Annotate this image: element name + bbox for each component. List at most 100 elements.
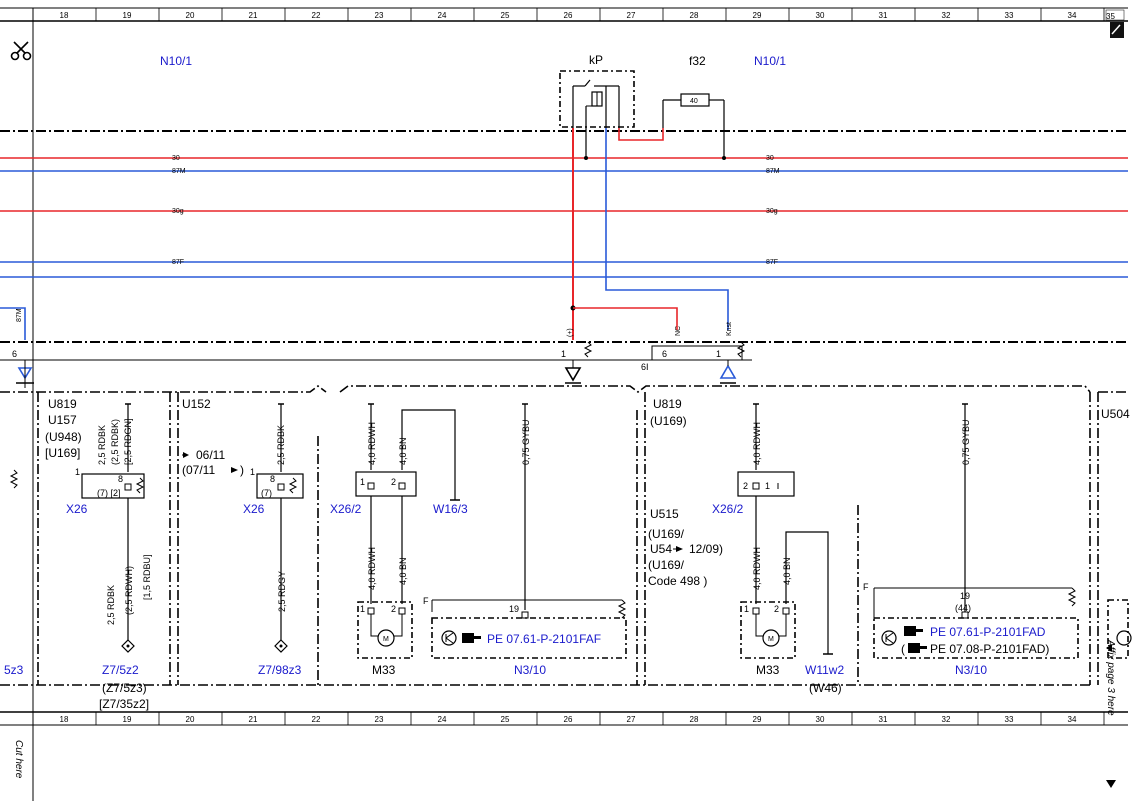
motor-m33-a[interactable]: M [357, 601, 413, 659]
connector-name: 6I [641, 362, 649, 372]
motor-m33-b[interactable]: M [740, 601, 796, 659]
bottom-ruler-column-label: 29 [753, 715, 762, 724]
ground-point-icon [274, 639, 288, 653]
relay-nc-wire [573, 307, 678, 330]
m33b-wire-a-low: 4,0 RDWH [752, 547, 762, 590]
u152-label: U152 [182, 397, 211, 411]
bus-87m-label: 87M [172, 168, 186, 175]
motor-symbol: M [768, 636, 774, 643]
bus-87m-label-right: 87M [766, 168, 780, 175]
module-label-right: N10/1 [754, 54, 786, 68]
bus-30g: 30g 30g [0, 208, 1128, 215]
m33-wire-a: 4,0 RDWH [367, 422, 377, 465]
top-ruler-column-label: 29 [753, 11, 762, 20]
bus-87f-label-right: 87F [766, 259, 778, 266]
bottom-ruler-column-label: 32 [942, 715, 951, 724]
u152-pin1: 1 [250, 467, 255, 477]
reference-hand-icon [904, 626, 927, 653]
top-ruler-column-label: 21 [249, 11, 258, 20]
x26-2-connector-b[interactable] [737, 471, 795, 497]
top-ruler-column-label: 24 [438, 11, 447, 20]
bottom-ruler-column-label: 33 [1005, 715, 1014, 724]
bus-87f-label: 87F [172, 259, 184, 266]
bottom-ruler-column-label: 34 [1068, 715, 1077, 724]
scissors-icon[interactable] [10, 41, 32, 61]
u819-wire-low-3: [1,5 RDBU] [142, 554, 152, 600]
x26-connector-b[interactable] [256, 473, 304, 499]
bus-30g-label-right: 30g [766, 208, 778, 215]
relay-kp[interactable] [559, 70, 635, 128]
relay-fuse-wire [618, 128, 664, 141]
bottom-ruler-column-label: 30 [816, 715, 825, 724]
bottom-ruler-column-label: 24 [438, 715, 447, 724]
bus-87f: 87F 87F [0, 259, 1128, 266]
affix-pointer-icon [1106, 644, 1112, 652]
left-pin-label: 87M [16, 308, 23, 322]
n310b-ref1[interactable]: PE 07.61-P-2101FAD [930, 625, 1046, 639]
relay-label: kP [589, 53, 603, 67]
bottom-ruler-column-label: 21 [249, 715, 258, 724]
u515-label-1: U515 [650, 507, 679, 521]
left-87m-wire [0, 307, 26, 340]
top-ruler-column-label: 20 [186, 11, 195, 20]
m33b-pin1: 1 [744, 604, 749, 614]
m33-x-pin1: 1 [360, 477, 365, 487]
n310-f: F [423, 596, 429, 606]
u152-pin: 8 [270, 474, 275, 484]
affix-arrow-icon [1106, 780, 1116, 788]
bottom-ruler-column-label: 19 [123, 715, 132, 724]
ruler-corner-label: 35 [1106, 12, 1115, 21]
bottom-ruler-column-label: 22 [312, 715, 321, 724]
n310-ref[interactable]: PE 07.61-P-2101FAF [487, 632, 601, 646]
relay-pin-label: (+) [567, 328, 574, 337]
bus-30-label-right: 30 [766, 155, 774, 162]
m33b-pin2: 2 [774, 604, 779, 614]
x26-connector-a[interactable] [81, 473, 145, 499]
n310-module-a[interactable] [431, 617, 627, 659]
u819-label-1: U819 [48, 397, 77, 411]
fuse-value: 40 [690, 98, 698, 105]
n310b-pin: 19 [960, 591, 970, 601]
bus-30: 30 30 [0, 155, 1128, 162]
n310b-ref2b[interactable]: PE 07.08-P-2101FAD) [930, 642, 1049, 656]
page-mark-icon [1110, 22, 1124, 38]
top-ruler-column-label: 19 [123, 11, 132, 20]
top-ruler-column-label: 18 [60, 11, 69, 20]
module-label-left: N10/1 [160, 54, 192, 68]
motor-symbol: M [383, 636, 389, 643]
up-arrow-icon [719, 364, 737, 379]
contact-spring [736, 341, 746, 358]
bottom-ruler-column-label: 18 [60, 715, 69, 724]
reference-hand-icon [462, 633, 481, 643]
m33-ground: W16/3 [433, 502, 468, 516]
u515-label-3: U54 [650, 542, 672, 556]
m33b-x-pin2: 2 [743, 481, 748, 491]
n310-module-b[interactable] [873, 617, 1079, 659]
u152-close-paren: ) [240, 463, 244, 477]
bottom-ruler-column-label: 25 [501, 715, 510, 724]
bottom-ruler-column-label: 31 [879, 715, 888, 724]
bottom-ruler-column-label: 26 [564, 715, 573, 724]
fuse-f32[interactable]: 40 [662, 93, 725, 128]
relay-pin-num: 1 [561, 349, 566, 359]
top-ruler-column-label: 26 [564, 11, 573, 20]
m33-connector: X26/2 [330, 502, 362, 516]
arrow-icon [231, 467, 238, 473]
u819-label-2: U157 [48, 413, 77, 427]
u152-date-from: 06/11 [196, 448, 225, 462]
bottom-ruler-column-label: 23 [375, 715, 384, 724]
u152-wire-low: 2,5 RDGY [277, 571, 287, 612]
u515-label-4: 12/09) [689, 542, 723, 556]
m33b-x-pin1: 1 [765, 481, 770, 491]
n310-wire: 0,75 GYBU [521, 419, 531, 465]
x26-2-connector-a[interactable] [355, 471, 417, 497]
bus-30g-label: 30g [172, 208, 184, 215]
relay-knst-wire [605, 128, 729, 330]
bottom-ruler-column-label: 28 [690, 715, 699, 724]
n310-pin: 19 [509, 604, 519, 614]
bottom-ruler-column-label: 27 [627, 715, 636, 724]
u504-label: U504 [1101, 407, 1130, 421]
